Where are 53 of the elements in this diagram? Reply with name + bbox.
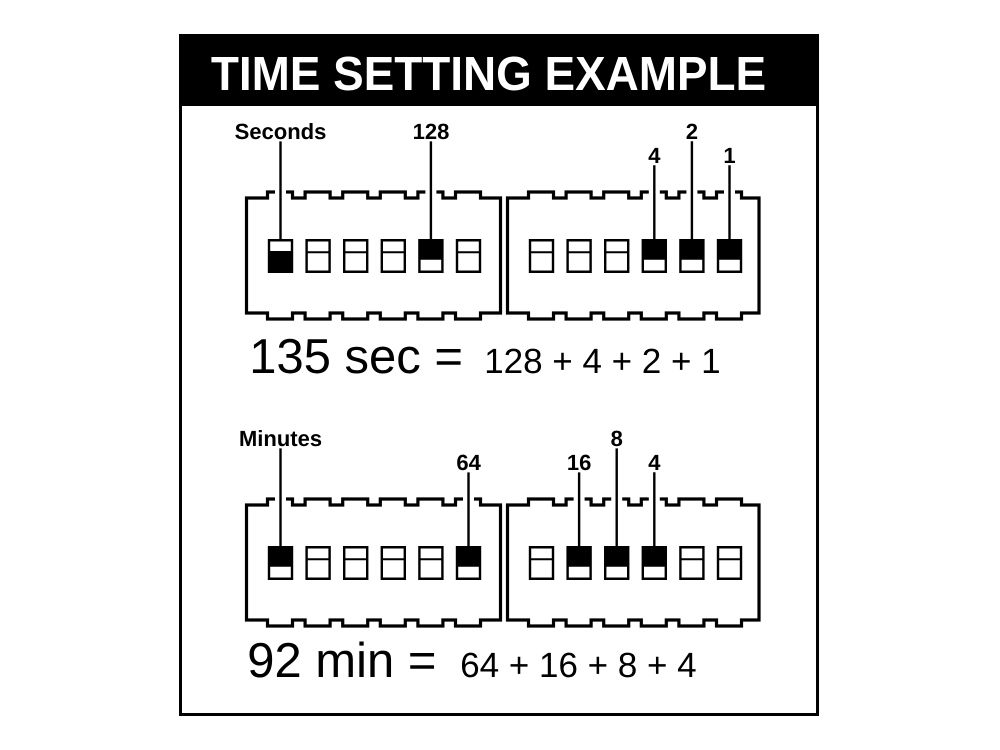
switch-lever	[343, 239, 368, 273]
switch-lever	[528, 546, 554, 580]
equation-text: 92 min =	[250, 642, 434, 678]
leader-line	[728, 165, 731, 240]
switch-lever	[679, 239, 705, 273]
callout-number: 16	[568, 454, 591, 470]
equation-text: 64 + 16 + 8 + 4	[462, 652, 696, 678]
switch-lever	[566, 239, 592, 273]
switch-lever	[642, 239, 667, 273]
switch-lever	[268, 546, 294, 580]
switch-lever	[380, 239, 406, 273]
callout-number: 4	[648, 454, 660, 470]
leader-line	[279, 141, 282, 240]
callout-number: 4	[648, 148, 660, 163]
leader-line	[467, 472, 470, 548]
switch-lever	[456, 546, 482, 580]
callout-number: 64	[457, 454, 481, 470]
title-band: TIME SETTING EXAMPLE	[179, 34, 819, 106]
switch-lever	[305, 239, 331, 273]
callout-label: Minutes	[240, 430, 322, 446]
callout-number: 1	[724, 148, 736, 163]
dip-switch	[244, 497, 502, 628]
dip-switch	[506, 497, 761, 628]
leader-line	[653, 472, 656, 548]
callout-number: 2	[686, 124, 698, 139]
switch-lever	[604, 546, 630, 580]
leader-line	[690, 141, 694, 240]
switch-lever	[456, 239, 482, 273]
leader-line	[616, 448, 618, 548]
switch-lever	[566, 546, 592, 580]
equation-text: 135 sec =	[252, 338, 461, 374]
leader-line	[653, 165, 656, 240]
switch-lever	[716, 239, 742, 273]
callout-number: 128	[414, 124, 449, 140]
leader-line	[279, 448, 282, 548]
callout-label: Seconds	[235, 123, 326, 140]
switch-lever	[418, 239, 444, 273]
switch-lever	[418, 546, 444, 580]
leader-line	[578, 472, 580, 548]
switch-lever	[528, 239, 554, 273]
switch-lever	[305, 546, 331, 580]
callout-number: 8	[611, 430, 622, 446]
dip-switch	[506, 190, 761, 321]
switch-lever	[268, 239, 294, 273]
leader-line	[430, 141, 432, 240]
switch-lever	[343, 546, 368, 580]
switch-lever	[642, 546, 667, 580]
dip-switch	[244, 190, 502, 321]
switch-lever	[380, 546, 406, 580]
switch-lever	[679, 546, 705, 580]
equation-text: 128 + 4 + 2 + 1	[486, 348, 719, 374]
switch-lever	[716, 546, 742, 580]
switch-lever	[604, 239, 630, 273]
